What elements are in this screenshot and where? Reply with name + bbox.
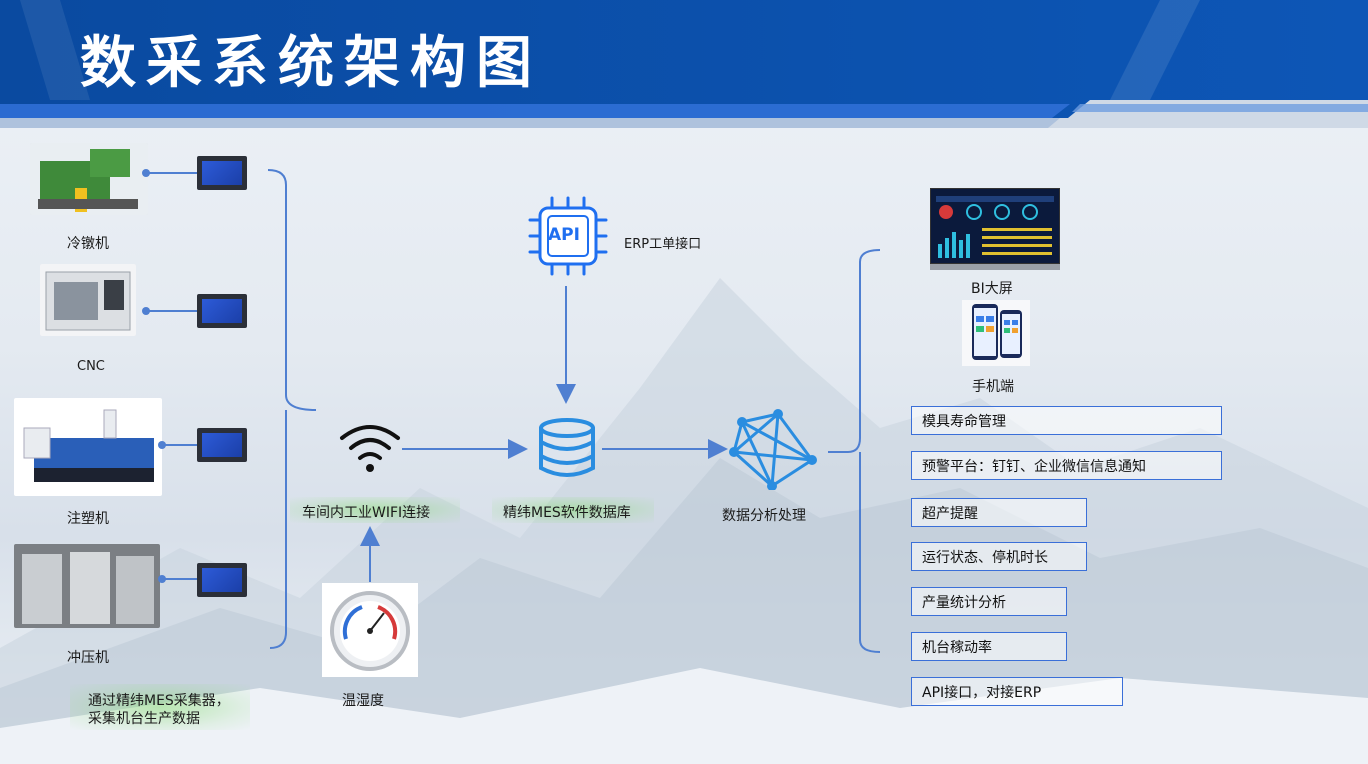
feature-output-stats: 产量统计分析	[911, 587, 1067, 616]
collector-terminal-1	[197, 156, 247, 190]
machine-image-cnc	[40, 264, 136, 336]
api-chip-icon	[528, 196, 608, 276]
sensor-label: 温湿度	[342, 693, 384, 709]
bi-dashboard-image	[929, 187, 1061, 270]
feature-utilization: 机台稼动率	[911, 632, 1067, 661]
machine-label-cnc: CNC	[77, 359, 105, 374]
collector-note-line1: 通过精纬MES采集器，	[88, 693, 230, 709]
database-label: 精纬MES软件数据库	[503, 505, 631, 521]
analysis-label: 数据分析处理	[722, 508, 806, 524]
machine-image-press	[14, 544, 160, 628]
collector-terminal-4	[197, 563, 247, 597]
collector-terminal-2	[197, 294, 247, 328]
database-label-glow	[492, 497, 654, 523]
header-banner	[0, 0, 1368, 128]
hygrometer-image	[322, 583, 418, 677]
wifi-label: 车间内工业WIFI连接	[302, 505, 431, 521]
feature-alert-platform: 预警平台：钉钉、企业微信信息通知	[911, 451, 1222, 480]
mobile-app-image	[962, 300, 1030, 366]
database-icon	[539, 418, 595, 477]
feature-mold-life: 模具寿命管理	[911, 406, 1222, 435]
machine-image-injection	[14, 398, 162, 496]
wifi-icon	[340, 425, 400, 472]
erp-interface-label: ERP工单接口	[624, 237, 702, 252]
bi-screen-label: BI大屏	[971, 281, 1013, 297]
collector-note-glow	[70, 684, 250, 730]
feature-api-erp: API接口，对接ERP	[911, 677, 1123, 706]
collector-note-line2: 采集机台生产数据	[88, 711, 200, 727]
machine-image-cold-heading	[30, 143, 148, 215]
machine-label-cold-heading: 冷镦机	[67, 236, 109, 252]
collector-terminal-3	[197, 428, 247, 462]
machine-label-press: 冲压机	[67, 650, 109, 666]
network-analysis-icon	[729, 409, 817, 490]
machine-label-injection: 注塑机	[67, 511, 109, 527]
mobile-label: 手机端	[972, 379, 1014, 395]
page-title: 数采系统架构图	[80, 30, 542, 96]
wifi-label-glow	[290, 497, 460, 523]
feature-run-status: 运行状态、停机时长	[911, 542, 1087, 571]
feature-overproduction: 超产提醒	[911, 498, 1087, 527]
api-chip-text: API	[548, 225, 580, 245]
